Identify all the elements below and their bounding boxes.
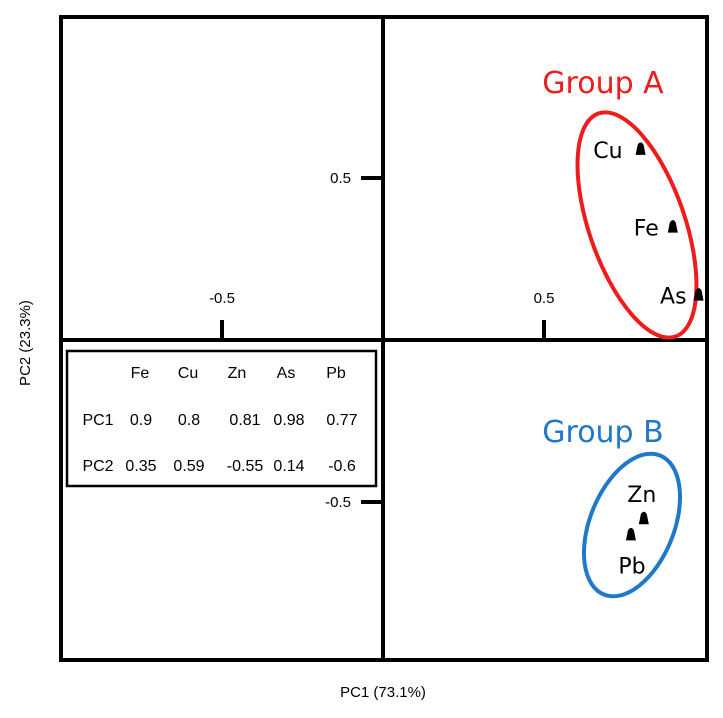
- table-column-header: Zn: [228, 365, 247, 382]
- axis-ticks: -0.5 0.5 0.5 -0.5: [209, 170, 554, 511]
- data-point-label: As: [660, 285, 687, 310]
- loadings-table-border: [65, 349, 378, 488]
- table-column-header: Fe: [131, 365, 150, 382]
- group-ellipses: Group A Group B: [542, 66, 699, 599]
- data-point-marker: [638, 511, 649, 525]
- table-row-label: PC1: [82, 412, 113, 429]
- group-title: Group B: [542, 415, 663, 450]
- x-tick-label: 0.5: [534, 290, 555, 307]
- table-row-label: PC2: [82, 458, 113, 475]
- table-cell: 0.77: [326, 412, 357, 429]
- group-ellipse: [575, 110, 699, 340]
- table-cell: 0.35: [125, 458, 156, 475]
- table-cell: 0.98: [273, 412, 304, 429]
- data-point-marker: [693, 288, 704, 301]
- table-cell: 0.59: [173, 458, 204, 475]
- x-axis-title: PC1 (73.1%): [340, 684, 426, 701]
- table-cell: -0.6: [328, 458, 356, 475]
- group-title: Group A: [542, 66, 664, 101]
- table-column-header: As: [277, 365, 296, 382]
- data-point-marker: [667, 220, 678, 233]
- table-column-header: Pb: [326, 365, 346, 382]
- table-cell: 0.8: [178, 412, 200, 429]
- data-point-marker: [635, 142, 646, 155]
- table-cell: 0.81: [229, 412, 260, 429]
- table-column-header: Cu: [178, 365, 198, 382]
- table-cell: 0.9: [130, 412, 152, 429]
- data-point-label: Zn: [627, 483, 656, 508]
- table-cell: 0.14: [273, 458, 304, 475]
- x-tick-label: -0.5: [209, 290, 235, 307]
- data-point-marker: [625, 527, 636, 541]
- data-point-label: Cu: [593, 139, 622, 164]
- y-tick-label: -0.5: [325, 494, 351, 511]
- y-tick-label: 0.5: [330, 170, 351, 187]
- data-point-label: Fe: [634, 217, 659, 242]
- group-ellipse: [581, 451, 683, 599]
- y-axis-title: PC2 (23.3%): [17, 300, 34, 386]
- data-point-label: Pb: [618, 554, 645, 579]
- table-cell: -0.55: [227, 458, 264, 475]
